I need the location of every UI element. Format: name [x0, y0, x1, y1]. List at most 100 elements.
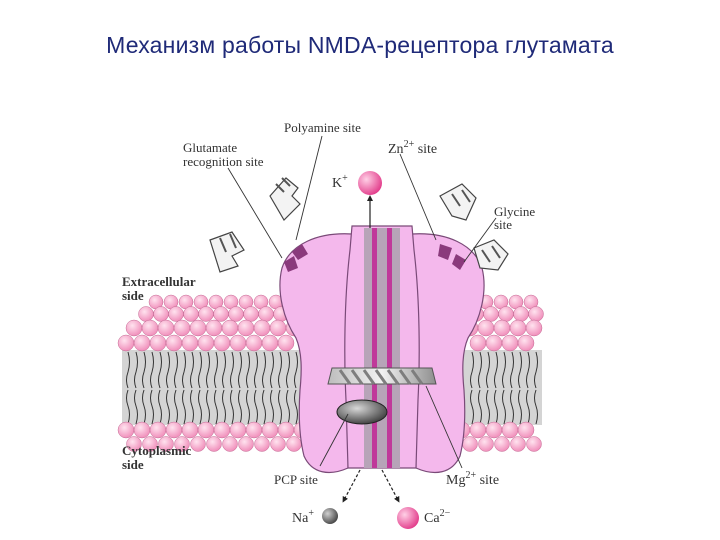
- lipid-head: [133, 421, 151, 439]
- lipid-tail: [126, 351, 130, 389]
- lipid-tail: [470, 389, 474, 425]
- glycine-ligand: [473, 239, 509, 271]
- lipid-head: [117, 334, 135, 352]
- lipid-tail: [526, 389, 530, 425]
- glutamate-label-line1: Glutamate: [183, 140, 237, 155]
- lipid-head: [181, 334, 199, 352]
- lipid-tail: [286, 389, 290, 425]
- mg-sup: 2+: [465, 470, 476, 481]
- mg-suffix: site: [476, 473, 499, 488]
- lipid-tail: [126, 389, 130, 425]
- lipid-tail: [214, 351, 218, 389]
- lipid-tail: [470, 351, 474, 389]
- slide-title: Механизм работы NMDA-рецептора глутамата: [106, 32, 614, 58]
- lipid-head: [483, 306, 499, 322]
- k-base: K: [332, 176, 342, 191]
- lipid-head: [261, 421, 279, 439]
- lipid-tail: [206, 389, 210, 425]
- lipid-tail: [270, 389, 274, 425]
- lipid-tail: [166, 351, 170, 389]
- lipid-head: [478, 436, 494, 452]
- ca-influx-arrow: [381, 469, 400, 503]
- lipid-head: [258, 306, 274, 322]
- lipid-head: [125, 319, 143, 337]
- pointer-polyamine: [295, 135, 323, 241]
- lipid-head: [269, 319, 287, 337]
- lipid-head: [181, 421, 199, 439]
- lipid-head: [222, 436, 238, 452]
- lipid-head: [526, 436, 542, 452]
- lipid-head: [183, 306, 199, 322]
- lipid-tail: [246, 389, 250, 425]
- lipid-head: [462, 436, 478, 452]
- lipid-tail: [230, 351, 234, 389]
- cytoplasmic-label-line1: Cytoplasmic: [122, 443, 192, 458]
- lipid-head: [261, 334, 279, 352]
- lipid-tail: [190, 389, 194, 425]
- polyamine-ligand: [269, 177, 301, 221]
- lipid-tail: [158, 351, 162, 389]
- lipid-head: [165, 421, 183, 439]
- lipid-tail: [134, 351, 138, 389]
- polyamine-site-label: Polyamine site: [284, 120, 361, 135]
- lipid-tail: [246, 351, 250, 389]
- lipid-head: [205, 319, 223, 337]
- extracellular-label-line1: Extracellular: [122, 274, 196, 289]
- lipid-head: [221, 319, 239, 337]
- lipid-head: [206, 436, 222, 452]
- lipid-head: [485, 334, 503, 352]
- diagram-labels: Polyamine site Glutamate recognition sit…: [122, 120, 535, 526]
- lipid-tail: [166, 389, 170, 425]
- lipid-head: [197, 334, 215, 352]
- receptor-left-subunit: [279, 233, 353, 474]
- lipid-tail: [534, 351, 538, 389]
- lipid-head: [253, 319, 271, 337]
- lipid-tail: [150, 351, 154, 389]
- lipid-head: [510, 436, 526, 452]
- lipid-tail: [150, 389, 154, 425]
- ligand-hatch: [481, 245, 501, 263]
- ca-base: Ca: [424, 511, 440, 526]
- ligand-hatch: [219, 233, 237, 253]
- pointer-glutamate: [227, 167, 283, 259]
- lipid-tail: [262, 351, 266, 389]
- lipid-head: [213, 421, 231, 439]
- lipid-tail: [526, 351, 530, 389]
- lipid-head: [213, 334, 231, 352]
- lipid-tail: [270, 351, 274, 389]
- gate-hatching: [338, 369, 424, 385]
- lipid-head: [498, 306, 514, 322]
- lipid-head: [517, 334, 535, 352]
- lipid-tail: [158, 389, 162, 425]
- lipid-tail: [278, 389, 282, 425]
- lipid-head: [494, 436, 510, 452]
- ca-ion-label: Ca2−: [424, 508, 451, 526]
- lipid-head: [133, 334, 151, 352]
- lipid-head: [228, 306, 244, 322]
- mg-base: Mg: [446, 473, 465, 488]
- lipid-tail: [174, 351, 178, 389]
- lipid-head: [528, 306, 544, 322]
- lipid-head: [245, 421, 263, 439]
- cytoplasmic-label-line2: side: [122, 457, 144, 472]
- lipid-tail: [222, 351, 226, 389]
- na-ion: [322, 508, 338, 524]
- pointer-zn: [399, 153, 437, 241]
- k-ion: [358, 171, 382, 195]
- lipid-head: [198, 306, 214, 322]
- lipid-head: [126, 436, 142, 452]
- lipid-head: [243, 306, 259, 322]
- lipid-head: [237, 319, 255, 337]
- lipid-head: [157, 319, 175, 337]
- zn-sup: 2+: [404, 139, 415, 150]
- lipid-head: [509, 319, 527, 337]
- lipid-tail: [510, 389, 514, 425]
- lipid-tail: [262, 389, 266, 425]
- lipid-tail: [254, 351, 258, 389]
- lipid-head: [501, 421, 519, 439]
- ca-sup: 2−: [440, 508, 451, 519]
- lipid-tails-bottom: [126, 389, 538, 425]
- lipid-tail: [198, 351, 202, 389]
- notch: [438, 244, 452, 260]
